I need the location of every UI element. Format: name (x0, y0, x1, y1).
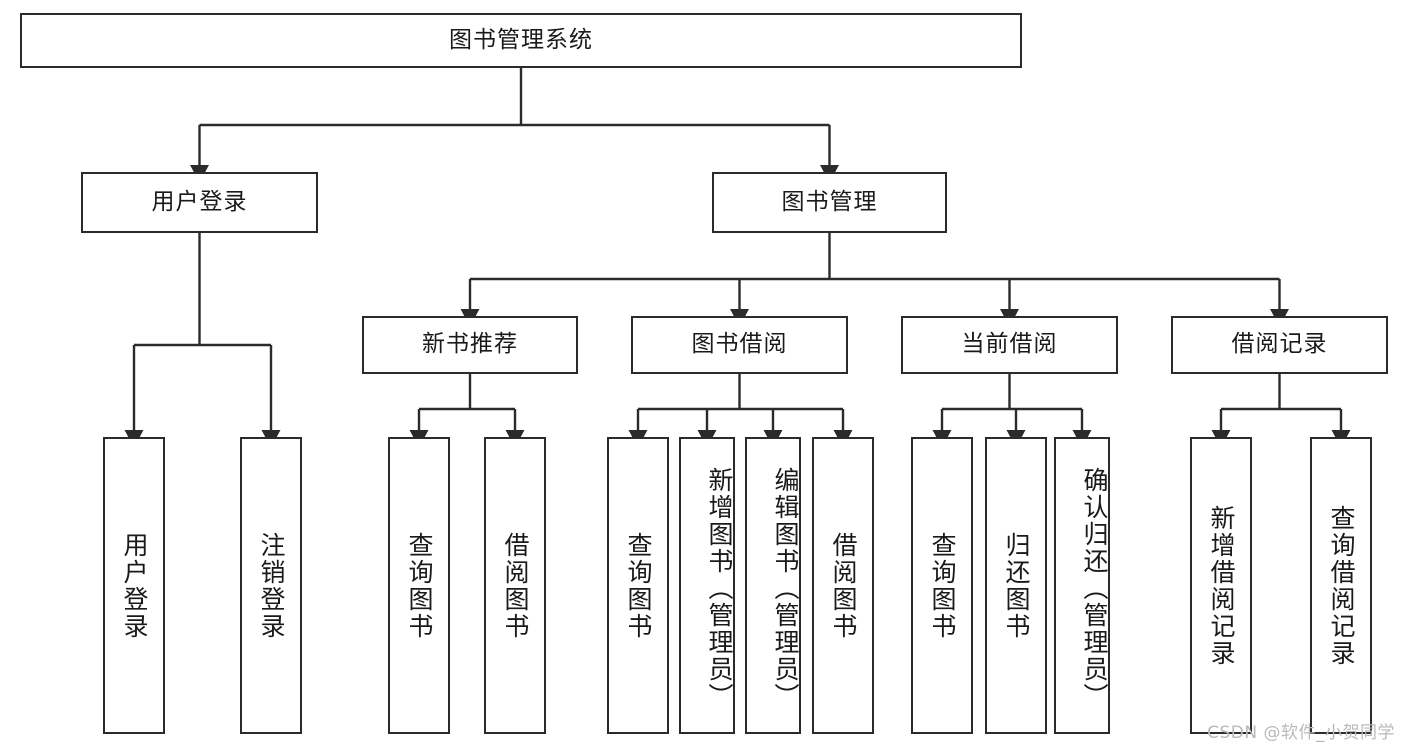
node-label-book-manage: 图书管理 (781, 188, 878, 215)
node-book-manage[interactable]: 图书管理 (712, 172, 947, 233)
node-label-leaf-user-login: 用户登录 (120, 531, 149, 640)
node-label-root: 图书管理系统 (449, 26, 593, 53)
node-root[interactable]: 图书管理系统 (20, 13, 1022, 68)
node-label-leaf-query-record: 查询借阅记录 (1327, 504, 1356, 667)
node-leaf-user-logout[interactable]: 注销登录 (240, 437, 302, 734)
node-label-leaf-query-book-cb: 查询图书 (928, 531, 957, 640)
node-label-user-login: 用户登录 (151, 188, 248, 215)
node-label-leaf-add-record: 新增借阅记录 (1207, 504, 1236, 667)
node-user-login[interactable]: 用户登录 (81, 172, 318, 233)
node-label-current-borrow: 当前借阅 (961, 331, 1058, 358)
node-book-borrow[interactable]: 图书借阅 (631, 316, 848, 374)
node-label-leaf-borrow-book-rec: 借阅图书 (501, 531, 530, 640)
node-borrow-record[interactable]: 借阅记录 (1171, 316, 1388, 374)
node-label-leaf-borrow-book-bb: 借阅图书 (829, 531, 858, 640)
node-label-leaf-return-book: 归还图书 (1002, 531, 1031, 640)
node-label-leaf-query-book-bb: 查询图书 (624, 531, 653, 640)
node-leaf-query-record[interactable]: 查询借阅记录 (1310, 437, 1372, 734)
node-new-book-rec[interactable]: 新书推荐 (362, 316, 578, 374)
node-leaf-add-book[interactable]: 新增图书（管理员） (679, 437, 735, 734)
node-leaf-query-book-cb[interactable]: 查询图书 (911, 437, 973, 734)
node-leaf-add-record[interactable]: 新增借阅记录 (1190, 437, 1252, 734)
node-label-leaf-edit-book: 编辑图书（管理员） (771, 467, 800, 710)
node-label-leaf-confirm-return: 确认归还（管理员） (1080, 467, 1109, 710)
node-label-borrow-record: 借阅记录 (1231, 331, 1328, 358)
node-leaf-user-login[interactable]: 用户登录 (103, 437, 165, 734)
node-leaf-return-book[interactable]: 归还图书 (985, 437, 1047, 734)
node-current-borrow[interactable]: 当前借阅 (901, 316, 1118, 374)
node-leaf-confirm-return[interactable]: 确认归还（管理员） (1054, 437, 1110, 734)
node-leaf-query-book-bb[interactable]: 查询图书 (607, 437, 669, 734)
node-leaf-query-book-rec[interactable]: 查询图书 (388, 437, 450, 734)
node-leaf-borrow-book-rec[interactable]: 借阅图书 (484, 437, 546, 734)
node-label-book-borrow: 图书借阅 (691, 331, 788, 358)
node-leaf-borrow-book-bb[interactable]: 借阅图书 (812, 437, 874, 734)
watermark-text: CSDN @软件_小贺同学 (1207, 723, 1395, 743)
node-label-leaf-add-book: 新增图书（管理员） (705, 467, 734, 710)
node-label-new-book-rec: 新书推荐 (422, 331, 518, 358)
node-label-leaf-user-logout: 注销登录 (257, 531, 286, 640)
node-label-leaf-query-book-rec: 查询图书 (405, 531, 434, 640)
node-leaf-edit-book[interactable]: 编辑图书（管理员） (745, 437, 801, 734)
